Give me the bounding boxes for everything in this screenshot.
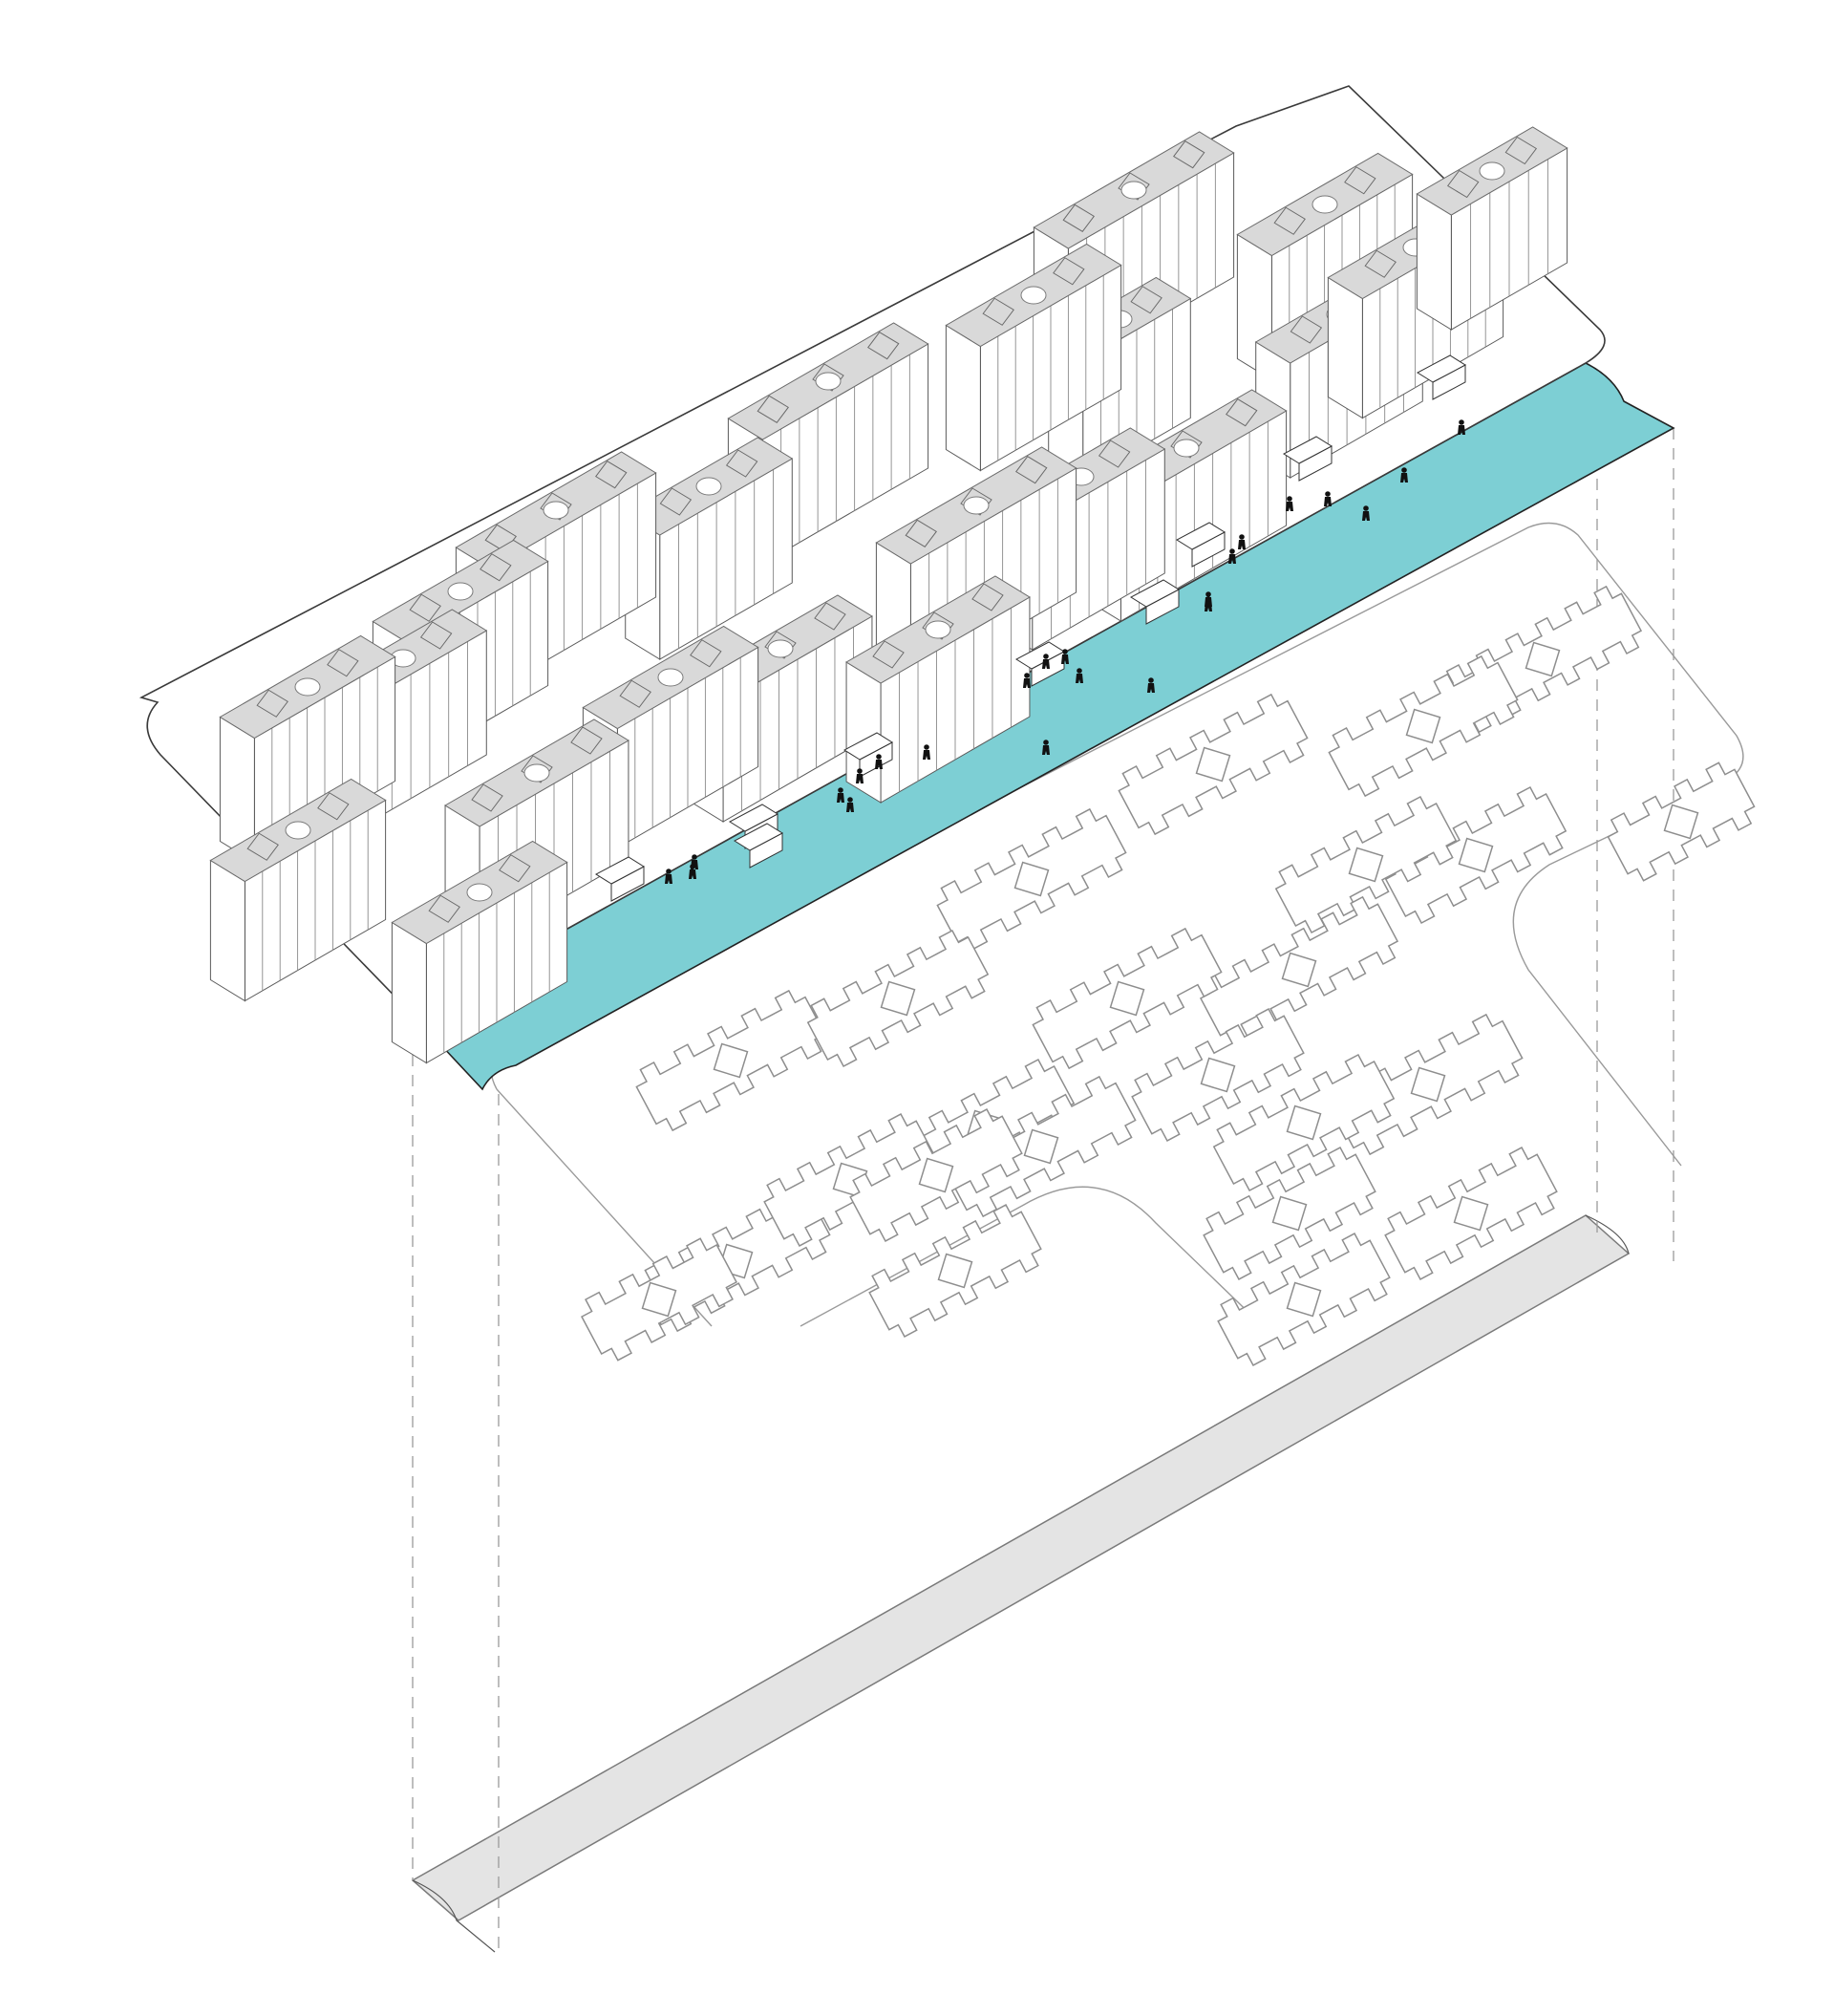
pedestrian-figure: [1362, 505, 1370, 521]
tower-blocks: [209, 126, 1568, 1064]
kiosk: [1282, 436, 1333, 482]
pedestrian-figure: [1286, 496, 1293, 511]
ground-level-band: [411, 1214, 1631, 1953]
pedestrian-figure: [1076, 668, 1083, 683]
pedestrian-figure: [875, 754, 883, 769]
projection-lines: [412, 428, 1674, 1952]
pedestrian-figure: [923, 744, 930, 760]
pedestrian-figure: [1042, 740, 1050, 755]
pedestrian-figure: [856, 768, 864, 783]
pedestrian-figure: [1324, 491, 1332, 506]
building-footprint: [1131, 1008, 1305, 1142]
footprint-plan-layer: [490, 522, 1756, 1366]
pedestrian-figure: [1147, 677, 1155, 693]
pedestrian-figure: [1238, 534, 1246, 549]
building-footprints: [581, 585, 1756, 1366]
building-footprint: [635, 989, 826, 1132]
building-footprint: [1212, 1053, 1396, 1192]
pedestrian-corridor: [411, 362, 1675, 1091]
upper-ground-plane: [139, 85, 1606, 1064]
pedestrian-figure: [689, 864, 696, 879]
building-footprint: [1217, 1233, 1391, 1366]
kiosk: [733, 823, 784, 869]
building-footprint: [1032, 927, 1223, 1070]
pedestrian-figure: [846, 797, 854, 812]
kiosk: [1175, 522, 1226, 568]
pedestrian-figure: [1400, 467, 1408, 483]
pedestrian-figure: [1061, 649, 1069, 664]
pedestrian-figure: [1205, 596, 1212, 611]
building-footprint: [1118, 693, 1309, 836]
kiosk: [1129, 579, 1181, 625]
building-footprint: [1203, 1147, 1376, 1280]
building-footprint: [1607, 761, 1756, 882]
tower-block: [845, 575, 1031, 804]
building-footprint: [1384, 1147, 1558, 1280]
building-footprint: [936, 807, 1127, 951]
kiosk: [1416, 354, 1467, 400]
building-footprint: [1328, 654, 1519, 798]
tower-block: [391, 840, 568, 1064]
building-footprint: [581, 1237, 737, 1362]
pedestrian-figure: [837, 787, 844, 803]
tower-block: [209, 778, 387, 1002]
kiosk: [594, 856, 646, 902]
building-footprint: [1199, 895, 1399, 1044]
tower-block: [1416, 126, 1568, 331]
building-footprint: [806, 929, 990, 1068]
building-footprint: [868, 1204, 1042, 1338]
tower-block: [945, 243, 1122, 472]
pedestrian-figure: [1458, 419, 1465, 435]
pedestrians: [665, 419, 1465, 884]
building-footprint: [849, 1108, 1023, 1242]
pedestrian-figure: [1023, 673, 1031, 688]
building-footprint: [1274, 795, 1458, 934]
pedestrian-figure: [665, 869, 672, 884]
pedestrian-figure: [1228, 548, 1236, 564]
tower-block: [219, 634, 396, 864]
pedestrian-figure: [1042, 654, 1050, 669]
